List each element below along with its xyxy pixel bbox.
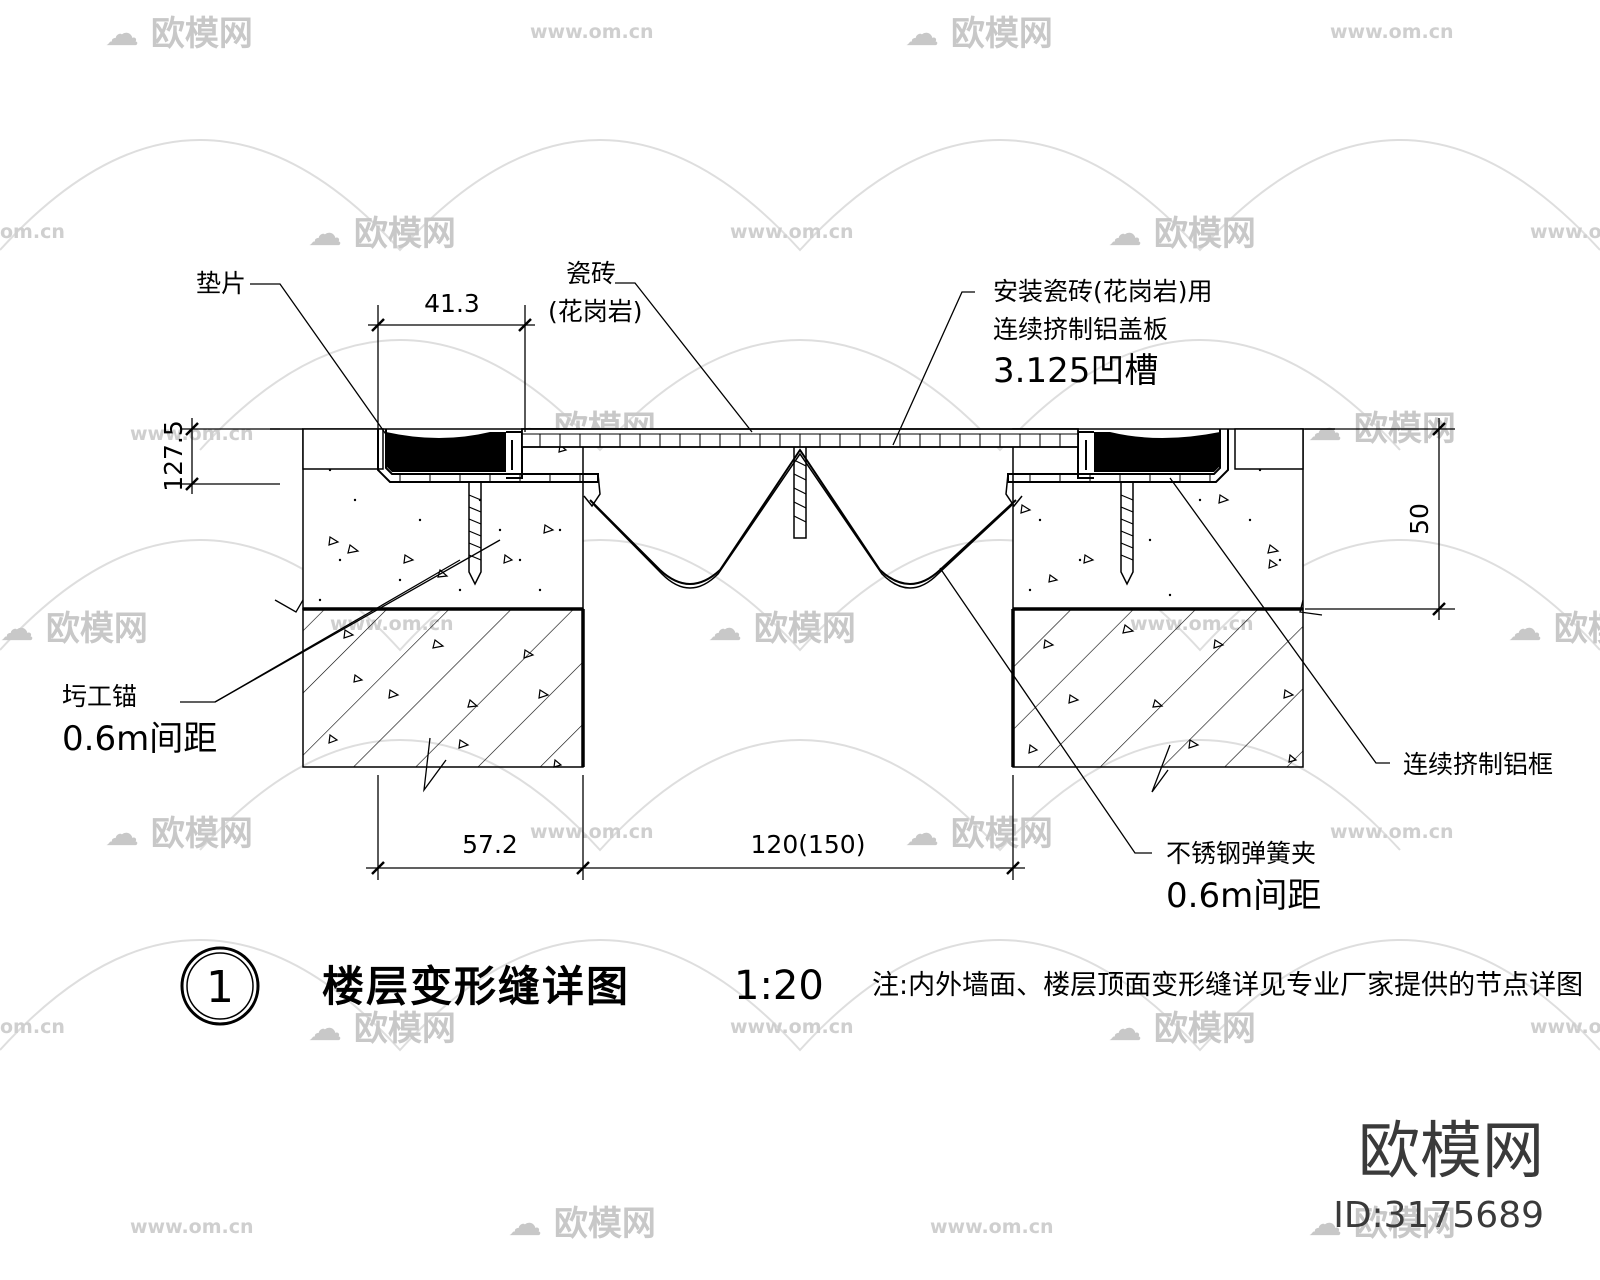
watermark-logo: ☁ 欧模网 (0, 609, 148, 649)
detail-note: 注:内外墙面、楼层顶面变形缝详见专业厂家提供的节点详图 (872, 970, 1583, 1001)
dim-right-height (1305, 418, 1455, 620)
left-slab (302, 608, 584, 768)
detail-title: 楼层变形缝详图 (322, 962, 630, 1011)
label-cover-2: 连续挤制铝盖板 (993, 315, 1168, 344)
right-break-upper (1299, 599, 1323, 616)
watermark-url: www.om.cn (730, 221, 854, 243)
dim-bottom (366, 775, 1025, 880)
label-cover-1: 安装瓷砖(花岗岩)用 (993, 277, 1213, 306)
watermark-logo: ☁ 欧模网 (105, 14, 253, 54)
right-anchor (1120, 482, 1134, 586)
left-screed-speckle (318, 468, 562, 602)
brand-id: ID:3175689 (1333, 1195, 1544, 1236)
label-spring-2: 0.6m间距 (1166, 876, 1321, 916)
watermark-url-partial: om.cn (0, 1016, 65, 1038)
left-gasket (386, 432, 506, 472)
left-frame-ribs (399, 474, 581, 482)
watermark-layer: ☁ 欧模网 ☁ 欧模网 ☁ 欧模网 ☁ 欧模网 ☁ 欧模网 ☁ 欧模网 ☁ 欧模网 ☁ 欧模网… (0, 14, 1600, 1244)
watermark-logos: ☁ 欧模网 ☁ 欧模网 ☁ 欧模网 ☁ 欧模网 ☁ 欧模网 ☁ 欧模网 ☁ 欧模网 ☁ 欧模网… (0, 14, 1600, 1244)
left-tile (302, 428, 384, 470)
spring-clip (589, 448, 1017, 585)
detail-scale: 1:20 (734, 963, 824, 1009)
detail-number: 1 (206, 962, 234, 1013)
right-tile (1234, 428, 1304, 470)
left-break-upper (274, 599, 304, 613)
watermark-url: www.om.cn (930, 1216, 1054, 1238)
watermark-logo: ☁ 欧模网 (708, 609, 856, 649)
watermark-logo: ☁ 欧模网 (1108, 1009, 1256, 1049)
watermark-logo: ☁ 欧模网 (105, 814, 253, 854)
watermark-url-partial: om.cn (0, 221, 65, 243)
watermark-url: www.om.cn (1330, 21, 1454, 43)
watermark-logo: ☁ 欧模网 (1508, 609, 1600, 649)
left-anchor (468, 482, 482, 586)
right-frame (1005, 429, 1229, 586)
watermark-logo: ☁ 欧模网 (905, 814, 1053, 854)
dim-left-height (180, 418, 280, 494)
right-gasket (1094, 432, 1220, 472)
dim-top-width-label: 41.3 (424, 289, 480, 318)
cover-stem (793, 447, 807, 539)
cover-plate-ribs (522, 433, 1078, 447)
dim-bottom-left-label: 57.2 (462, 830, 518, 859)
right-break-lower (1151, 744, 1171, 793)
dim-top-width (368, 305, 535, 432)
label-shim: 垫片 (196, 269, 246, 298)
cover-plate (521, 428, 1079, 448)
watermark-url: www.om.cn (1330, 821, 1454, 843)
watermark-url: www.om.cn (1530, 1016, 1600, 1038)
watermark-logo: ☁ 欧模网 (1108, 214, 1256, 254)
label-cover-3: 3.125凹槽 (993, 351, 1158, 391)
watermark-url: www.om.cn (130, 1216, 254, 1238)
watermark-url: www.om.cn (530, 821, 654, 843)
left-frame (377, 429, 601, 586)
label-anchor-1: 圬工锚 (62, 682, 137, 711)
brand-block: 欧模网 ID:3175689 (1333, 1114, 1544, 1236)
title-block: 1 楼层变形缝详图 1:20 注:内外墙面、楼层顶面变形缝详见专业厂家提供的节点… (180, 946, 1583, 1026)
left-slab-aggregate (328, 628, 563, 768)
watermark-logo: ☁ 欧模网 (508, 1204, 656, 1244)
label-frame: 连续挤制铝框 (1403, 750, 1553, 779)
label-anchor-2: 0.6m间距 (62, 719, 217, 759)
watermark-url: www.om.cn (1530, 221, 1600, 243)
joint-section: 41.3 127.5 50 57.2 (62, 259, 1553, 916)
watermark-logo: ☁ 欧模网 (308, 1009, 456, 1049)
label-tile-1: 瓷砖 (566, 259, 616, 288)
label-spring-1: 不锈钢弹簧夹 (1166, 839, 1316, 868)
watermark-url: www.om.cn (730, 1016, 854, 1038)
dim-bottom-gap-label: 120(150) (751, 830, 866, 859)
detail-number-circle (180, 946, 260, 1026)
watermark-url: www.om.cn (530, 21, 654, 43)
watermark-logo: ☁ 欧模网 (905, 14, 1053, 54)
right-slab-aggregate (1028, 623, 1298, 763)
right-slab (1012, 608, 1304, 768)
brand-name: 欧模网 (1358, 1114, 1544, 1187)
left-break-lower (423, 737, 447, 793)
watermark-logo: ☁ 欧模网 (1308, 1204, 1456, 1244)
label-tile-2: (花岗岩) (548, 297, 643, 326)
dim-right-height-label: 50 (1405, 503, 1434, 535)
leaders (180, 282, 1390, 854)
watermark-logo: ☁ 欧模网 (308, 214, 456, 254)
dim-left-height-label: 127.5 (159, 420, 188, 492)
